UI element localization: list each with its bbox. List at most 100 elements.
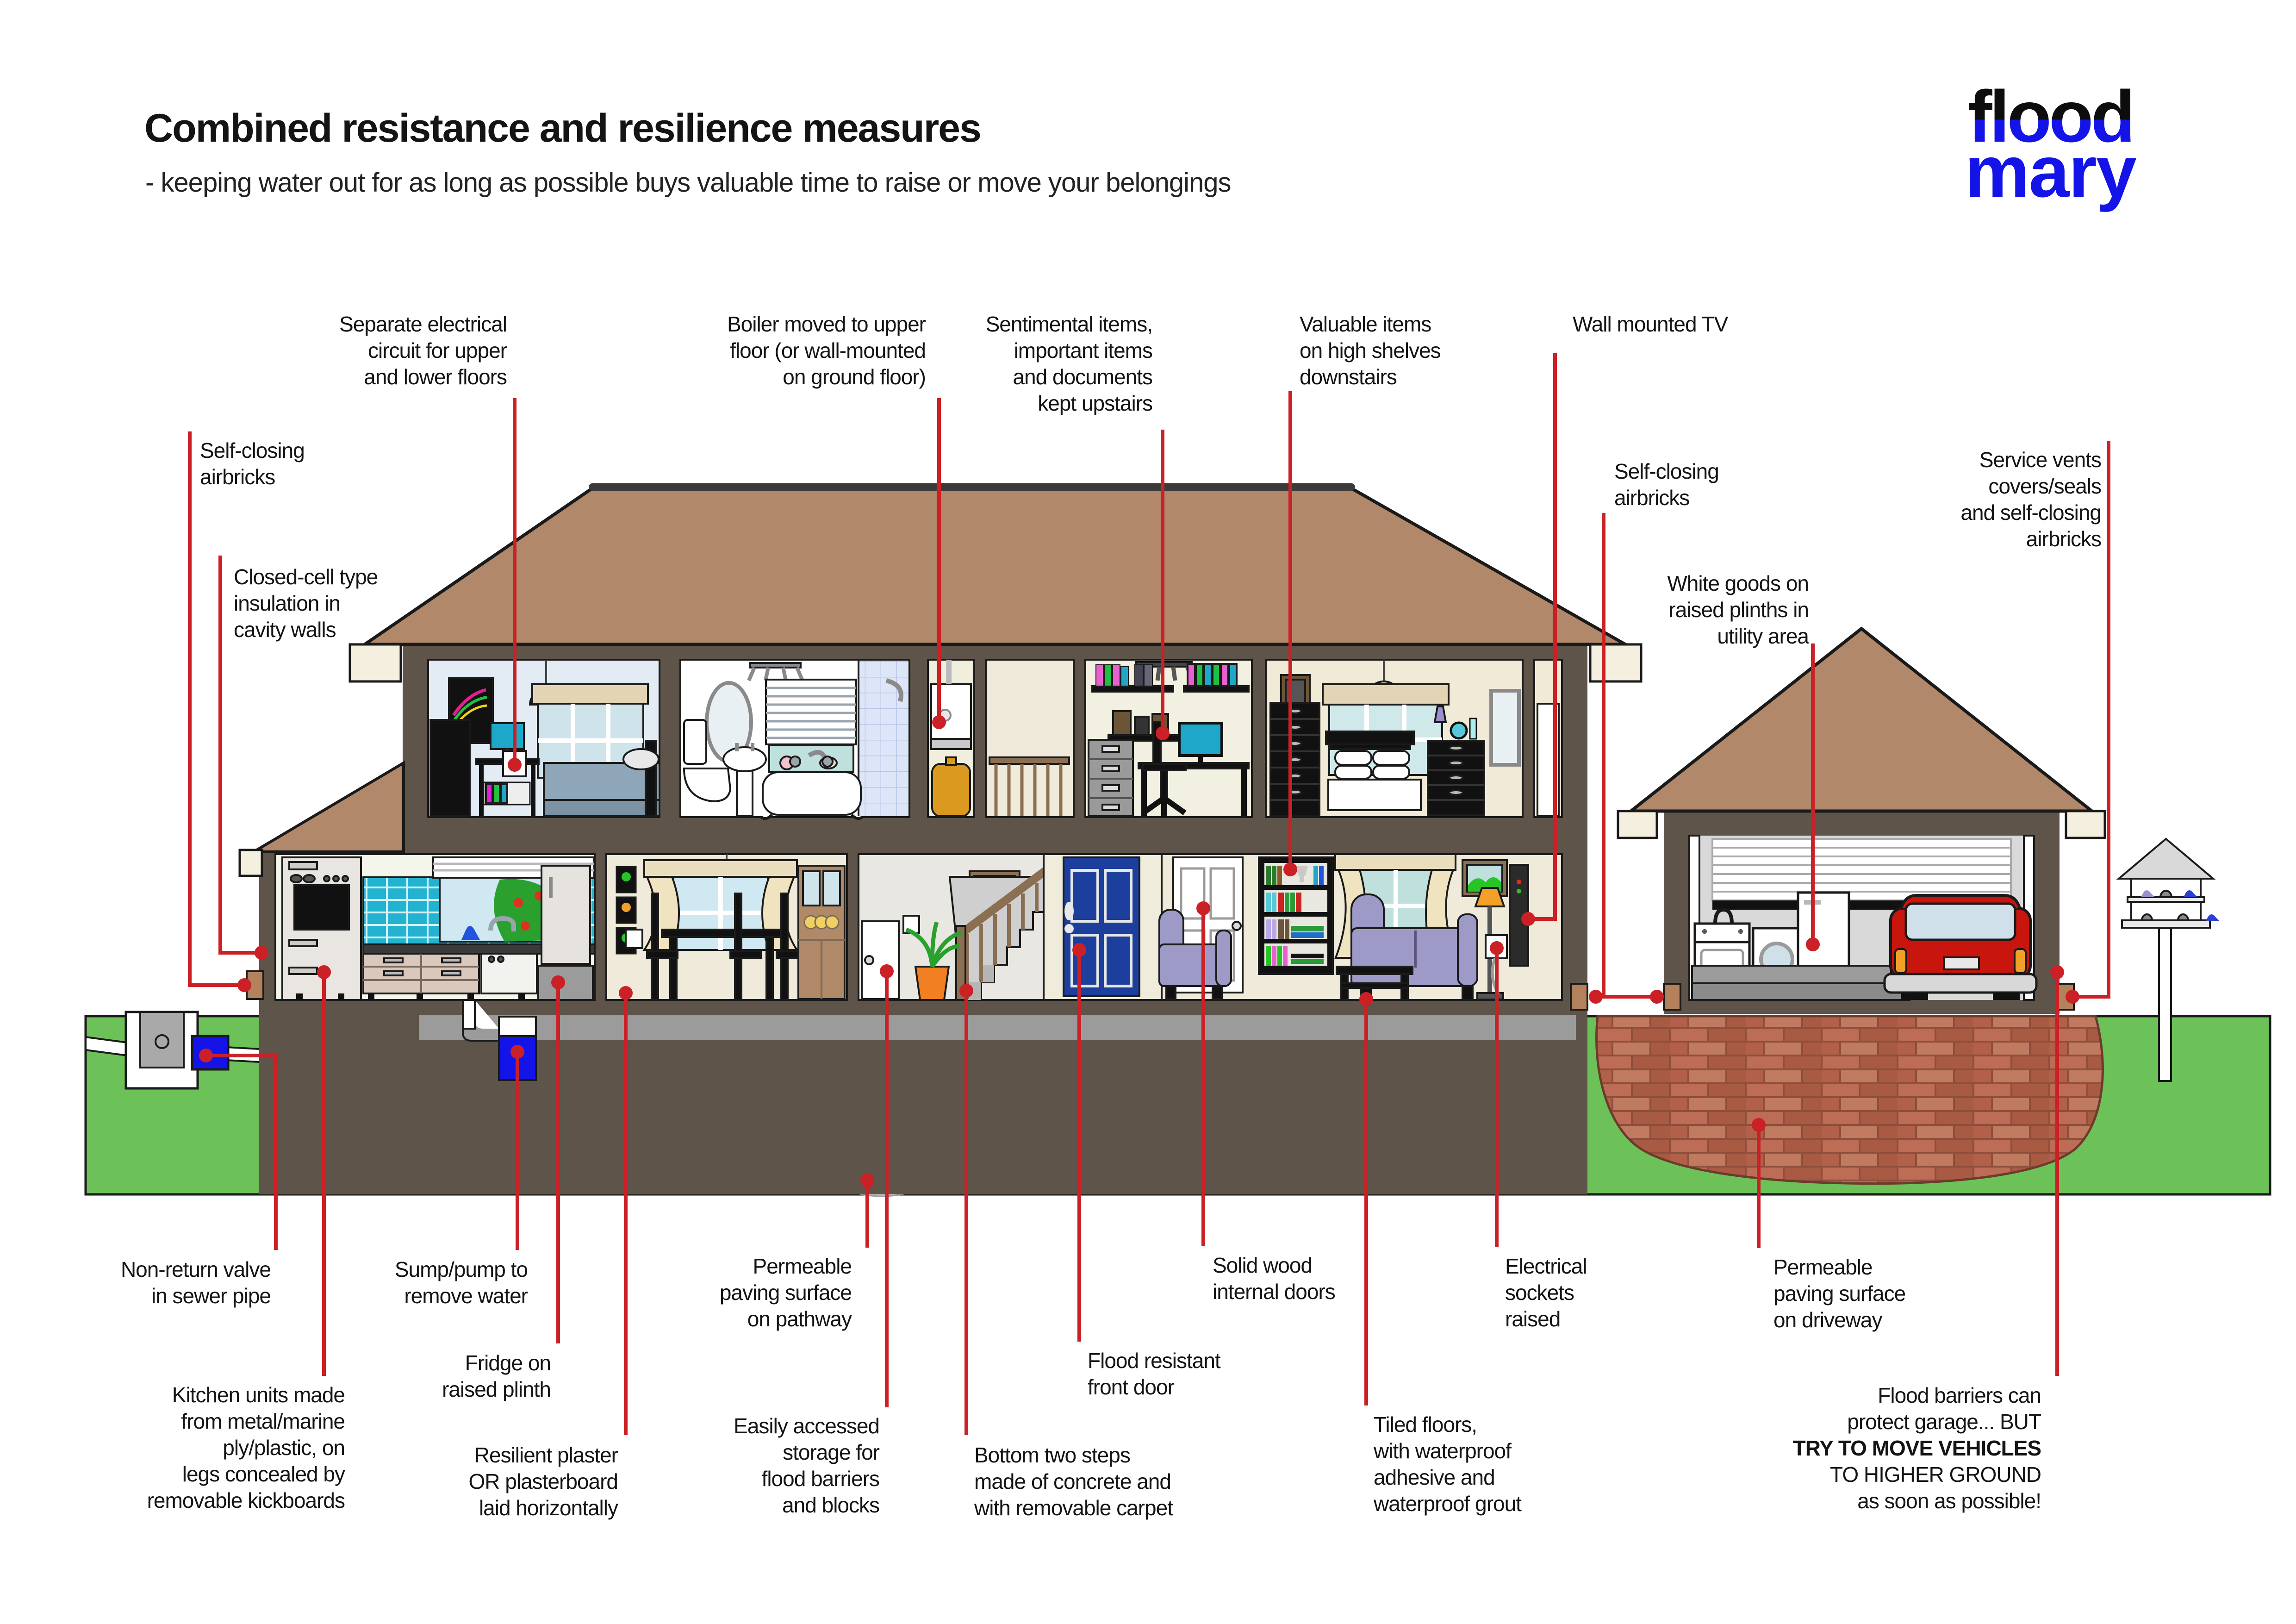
- header: Combined resistance and resilience measu…: [144, 106, 1718, 198]
- logo-flood-text: flood: [1967, 76, 2135, 157]
- landing-banister: [989, 756, 1070, 765]
- upper-landing: [985, 659, 1075, 818]
- boiler-closet: [927, 659, 975, 818]
- bathroom: [679, 659, 910, 820]
- page-title: Combined resistance and resilience measu…: [144, 106, 982, 150]
- garage-fridge: [1797, 891, 1850, 969]
- raised-plinth-steps: [1691, 965, 1910, 1001]
- photo-frame: [1112, 710, 1132, 736]
- stair-hall: [858, 853, 1067, 1001]
- flood-mary-logo: flood mary: [1911, 76, 2189, 213]
- computer-monitor: [490, 722, 525, 750]
- bird-in-window: [461, 926, 480, 940]
- garage-gutter-left: [1617, 810, 1658, 839]
- toilet: [683, 719, 707, 765]
- door-knob: [1064, 924, 1074, 933]
- palm-plant: [905, 921, 963, 1001]
- dining-chairs: [646, 893, 808, 1001]
- books-shelf-1: [1095, 664, 1153, 687]
- bed-headboard: [1325, 731, 1415, 745]
- standing-mirror: [1489, 689, 1521, 767]
- bookcase-shelves: [1264, 863, 1327, 966]
- upper-hall-door: [1537, 703, 1560, 817]
- car-bumper: [1883, 973, 2038, 994]
- birdhouse: [2116, 837, 2220, 1082]
- brick-driveway: [1595, 1015, 2104, 1185]
- house: [238, 483, 1643, 1194]
- living-pelmet: [1334, 853, 1456, 871]
- teen-bedroom: [427, 659, 660, 818]
- extension-gutter: [238, 849, 263, 877]
- raised-socket: [1485, 934, 1508, 959]
- car-rear-window: [1904, 902, 2016, 941]
- bathtub: [762, 771, 862, 816]
- birds: [2141, 890, 2220, 921]
- garage-roof: [1626, 626, 2097, 813]
- ground-floor: [274, 853, 1563, 1001]
- hot-water-cylinder: [931, 763, 971, 817]
- concrete-strip: [419, 1015, 1576, 1040]
- door-letterbox: [1064, 902, 1074, 920]
- front-door-wall: [1043, 853, 1163, 1001]
- gutter-left: [348, 643, 402, 683]
- dining-room: [605, 853, 848, 1001]
- study: [1084, 659, 1253, 818]
- upper-hall: [1533, 659, 1563, 818]
- non-return-valve: [191, 1035, 230, 1071]
- armchair: [1158, 909, 1232, 1000]
- front-door: [1063, 856, 1140, 997]
- airbrick-house-left: [246, 970, 264, 1000]
- trophy: [1296, 866, 1308, 882]
- sump-pump: [462, 999, 537, 1081]
- bedroom2-blind: [1322, 683, 1450, 706]
- dining-socket: [625, 929, 643, 949]
- bedside-lamp: [1433, 706, 1447, 723]
- pillow: [1334, 750, 1372, 766]
- window-blind: [531, 683, 649, 705]
- oven-door: [293, 884, 350, 931]
- airbrick-house-right: [1570, 983, 1588, 1011]
- airbrick-garage-right: [2056, 983, 2075, 1011]
- pedestal-sink: [736, 765, 753, 817]
- gutter-right: [1589, 643, 1643, 683]
- page-subtitle: - keeping water out for as long as possi…: [145, 168, 1232, 198]
- shower-head: [885, 678, 903, 702]
- extension-roof: [249, 760, 405, 853]
- living-room: [1158, 853, 1563, 1001]
- kitchen-unit-legs: [296, 993, 525, 1000]
- curtain-pelmet: [643, 859, 798, 878]
- fridge-plinth: [537, 965, 594, 1001]
- wardrobe: [429, 719, 471, 817]
- study-monitor: [1178, 722, 1223, 757]
- red-car: [1883, 894, 2038, 1000]
- logo-mary-text: mary: [1965, 131, 2137, 213]
- kitchen: [274, 853, 596, 1001]
- kitchen-fridge: [541, 865, 591, 965]
- callout-wall-mounted-tv: Wall mounted TV: [1573, 312, 1728, 336]
- dining-table: [661, 929, 783, 938]
- coffee-table: [1336, 966, 1413, 1001]
- upper-floor: [427, 659, 1563, 820]
